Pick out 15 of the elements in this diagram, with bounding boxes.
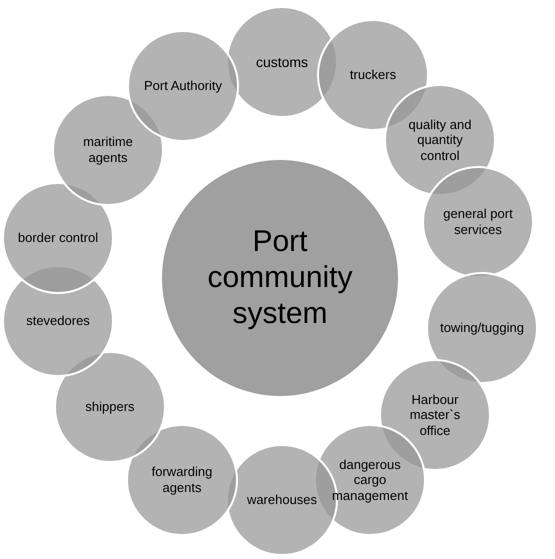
circle-label: quality and quantity control bbox=[408, 116, 472, 164]
circle-label: Harbour master`s office bbox=[408, 392, 462, 438]
circle-label: truckers bbox=[350, 67, 396, 83]
circle-label: customs bbox=[256, 54, 308, 70]
circle-label: shippers bbox=[85, 399, 135, 415]
circle-label: general port services bbox=[442, 206, 514, 238]
circle-label: warehouses bbox=[246, 492, 318, 508]
circle-label: forwarding agents bbox=[150, 464, 214, 496]
circle-label: towing/tugging bbox=[440, 320, 524, 336]
circle-label: dangerous cargo management bbox=[331, 456, 409, 504]
circle-label: Port Authority bbox=[144, 78, 222, 94]
center-label: Port community system bbox=[206, 224, 354, 332]
circle-label: border control bbox=[18, 230, 98, 246]
circle-label: maritime agents bbox=[82, 134, 134, 166]
circle-label: stevedores bbox=[26, 313, 90, 329]
